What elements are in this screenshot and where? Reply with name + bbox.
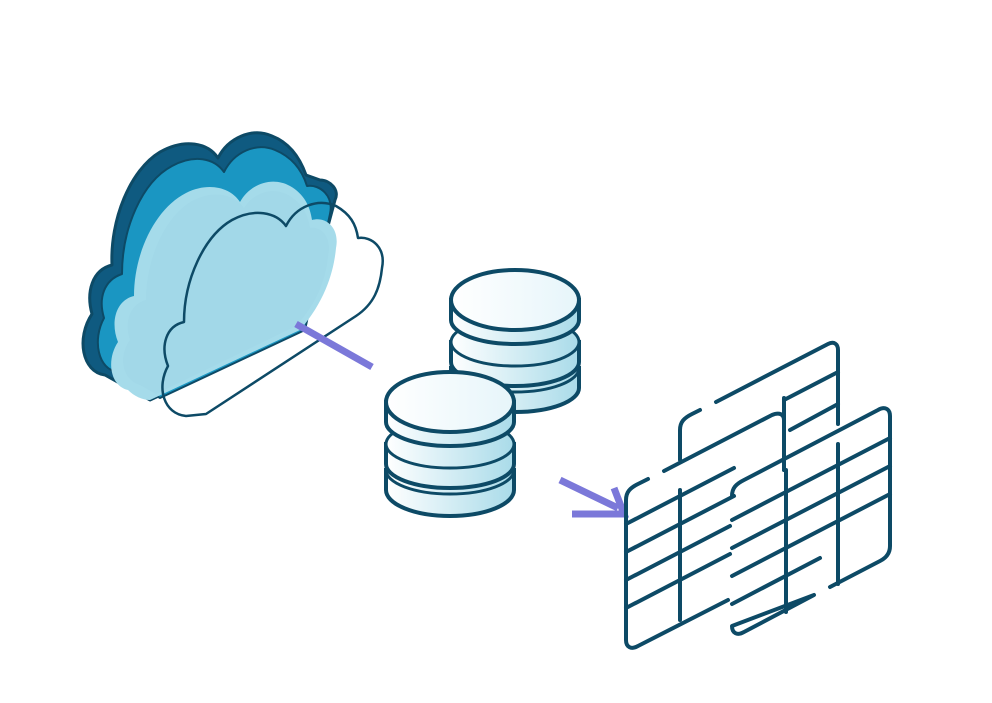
connector-cloud-to-database [294,320,374,371]
table-grid-icon [730,406,892,636]
table-back-rows [782,370,840,432]
table-grid-icon [624,411,786,650]
db-back-disk-1-top [449,268,581,332]
database-icon [384,370,516,518]
arrow-database-to-tables [558,476,630,518]
cloud-outline [161,201,384,418]
table-front-frame [730,406,892,636]
cloud-icon [81,131,384,418]
table-front-rows [730,436,892,606]
table-back-frame [678,340,840,462]
db-front-disk-1-top [384,370,516,434]
table-middle-frame [624,411,786,650]
cloud-front-highlight [123,191,329,394]
